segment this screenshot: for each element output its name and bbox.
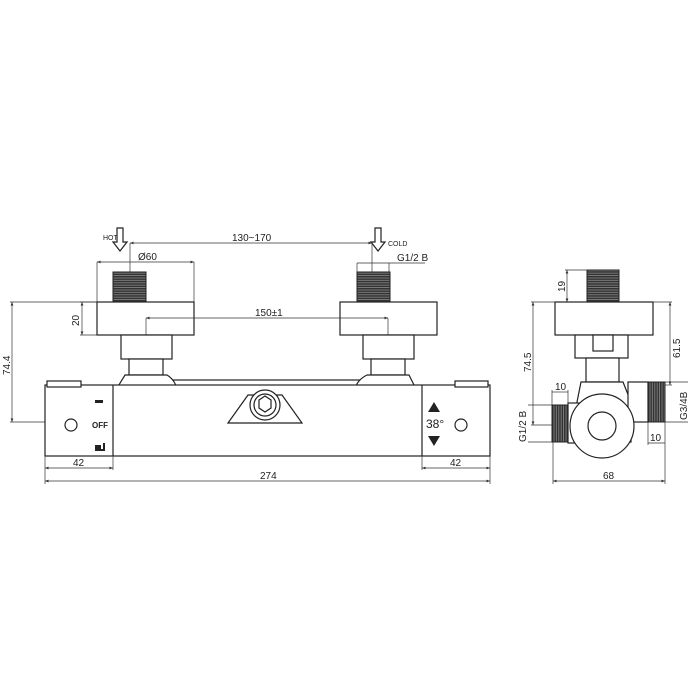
side-right-thread-length-dim: 10 — [650, 433, 662, 444]
front-view: HOT COLD 130~170 Ø60 G1/2 B 20 150±1 — [2, 227, 491, 484]
flange-height-dim: 20 — [71, 314, 82, 326]
spout-icon — [95, 443, 105, 451]
hot-flange — [96, 301, 195, 336]
side-thread-length-dim: 19 — [557, 280, 568, 292]
thread-size-dim: G1/2 B — [397, 253, 428, 264]
side-depth-dim: 68 — [603, 471, 615, 482]
center-distance-dim: 150±1 — [255, 308, 283, 319]
inlet-spacing-dim: 130~170 — [232, 233, 272, 244]
side-height-dim: 74.5 — [523, 352, 534, 372]
cold-arrow-icon — [369, 227, 387, 252]
right-cap-width-dim: 42 — [450, 458, 462, 469]
left-cap-width-dim: 42 — [73, 458, 85, 469]
hot-inlet-thread — [112, 271, 147, 303]
hot-label: HOT — [103, 235, 119, 242]
cold-label: COLD — [388, 241, 407, 248]
side-view: 19 74.5 61.5 G1/2 B G3/4B 10 10 68 — [518, 269, 690, 484]
side-left-outlet-thread — [551, 404, 569, 443]
total-length-dim: 274 — [260, 471, 277, 482]
side-inlet-thread — [586, 269, 620, 303]
increase-arrow-icon — [428, 402, 440, 412]
cold-inlet-thread — [356, 271, 391, 303]
height-dim: 74.4 — [2, 355, 13, 375]
side-axis-height-dim: 61.5 — [672, 338, 683, 358]
shower-icon — [95, 400, 103, 403]
side-right-thread-dim: G3/4B — [679, 391, 690, 420]
flange-diameter-dim: Ø60 — [138, 252, 157, 263]
side-right-outlet-thread — [647, 381, 666, 423]
off-label: OFF — [92, 421, 108, 430]
cold-flange — [339, 301, 438, 336]
side-left-thread-length-dim: 10 — [555, 382, 567, 393]
side-left-thread-dim: G1/2 B — [518, 411, 529, 442]
temperature-label: 38° — [426, 417, 444, 431]
left-cap-screw — [64, 418, 78, 432]
right-cap-screw — [454, 418, 468, 432]
hot-arrow-icon — [111, 227, 129, 252]
decrease-arrow-icon — [428, 436, 440, 446]
